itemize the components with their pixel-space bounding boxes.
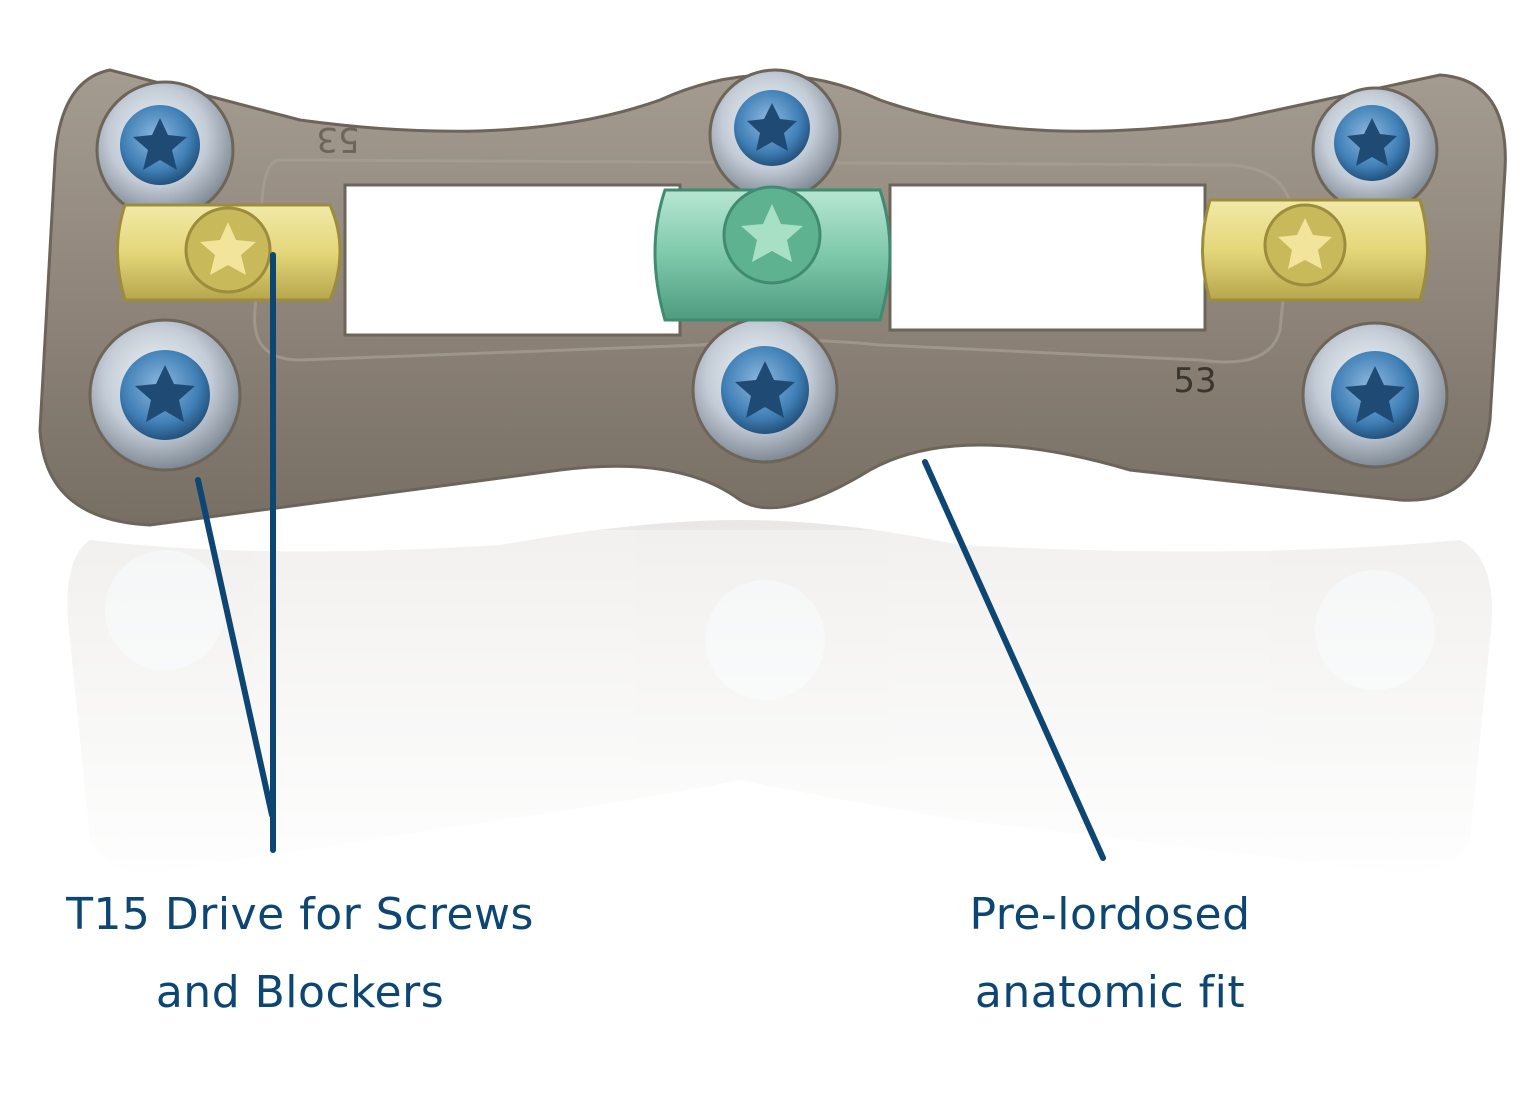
caption-t15-drive: T15 Drive for Screws and Blockers xyxy=(40,876,560,1032)
screw-bottom-right xyxy=(1301,321,1449,469)
caption-t15-drive-line1: T15 Drive for Screws xyxy=(66,889,534,940)
reflection-fade xyxy=(0,530,1537,900)
plate-window-right xyxy=(888,183,1207,332)
screw-top-center xyxy=(708,68,842,202)
screw-top-right xyxy=(1311,86,1439,214)
plate-window-left xyxy=(343,183,682,337)
caption-pre-lordosed: Pre-lordosed anatomic fit xyxy=(910,876,1310,1032)
callout-line-screw xyxy=(195,477,275,818)
blocker-right xyxy=(1201,198,1429,302)
caption-t15-drive-line2: and Blockers xyxy=(155,967,445,1018)
callout-line-lordosis xyxy=(922,459,1106,861)
size-marking-bottom: 53 xyxy=(1173,361,1216,401)
screw-top-left xyxy=(95,80,235,220)
blocker-left xyxy=(116,203,342,302)
caption-pre-lordosed-line1: Pre-lordosed xyxy=(969,889,1251,940)
screw-bottom-center xyxy=(691,316,839,464)
screw-bottom-left xyxy=(88,318,242,472)
caption-pre-lordosed-line2: anatomic fit xyxy=(974,967,1246,1018)
size-marking-top: 53 xyxy=(316,119,359,159)
blocker-center xyxy=(653,185,892,322)
